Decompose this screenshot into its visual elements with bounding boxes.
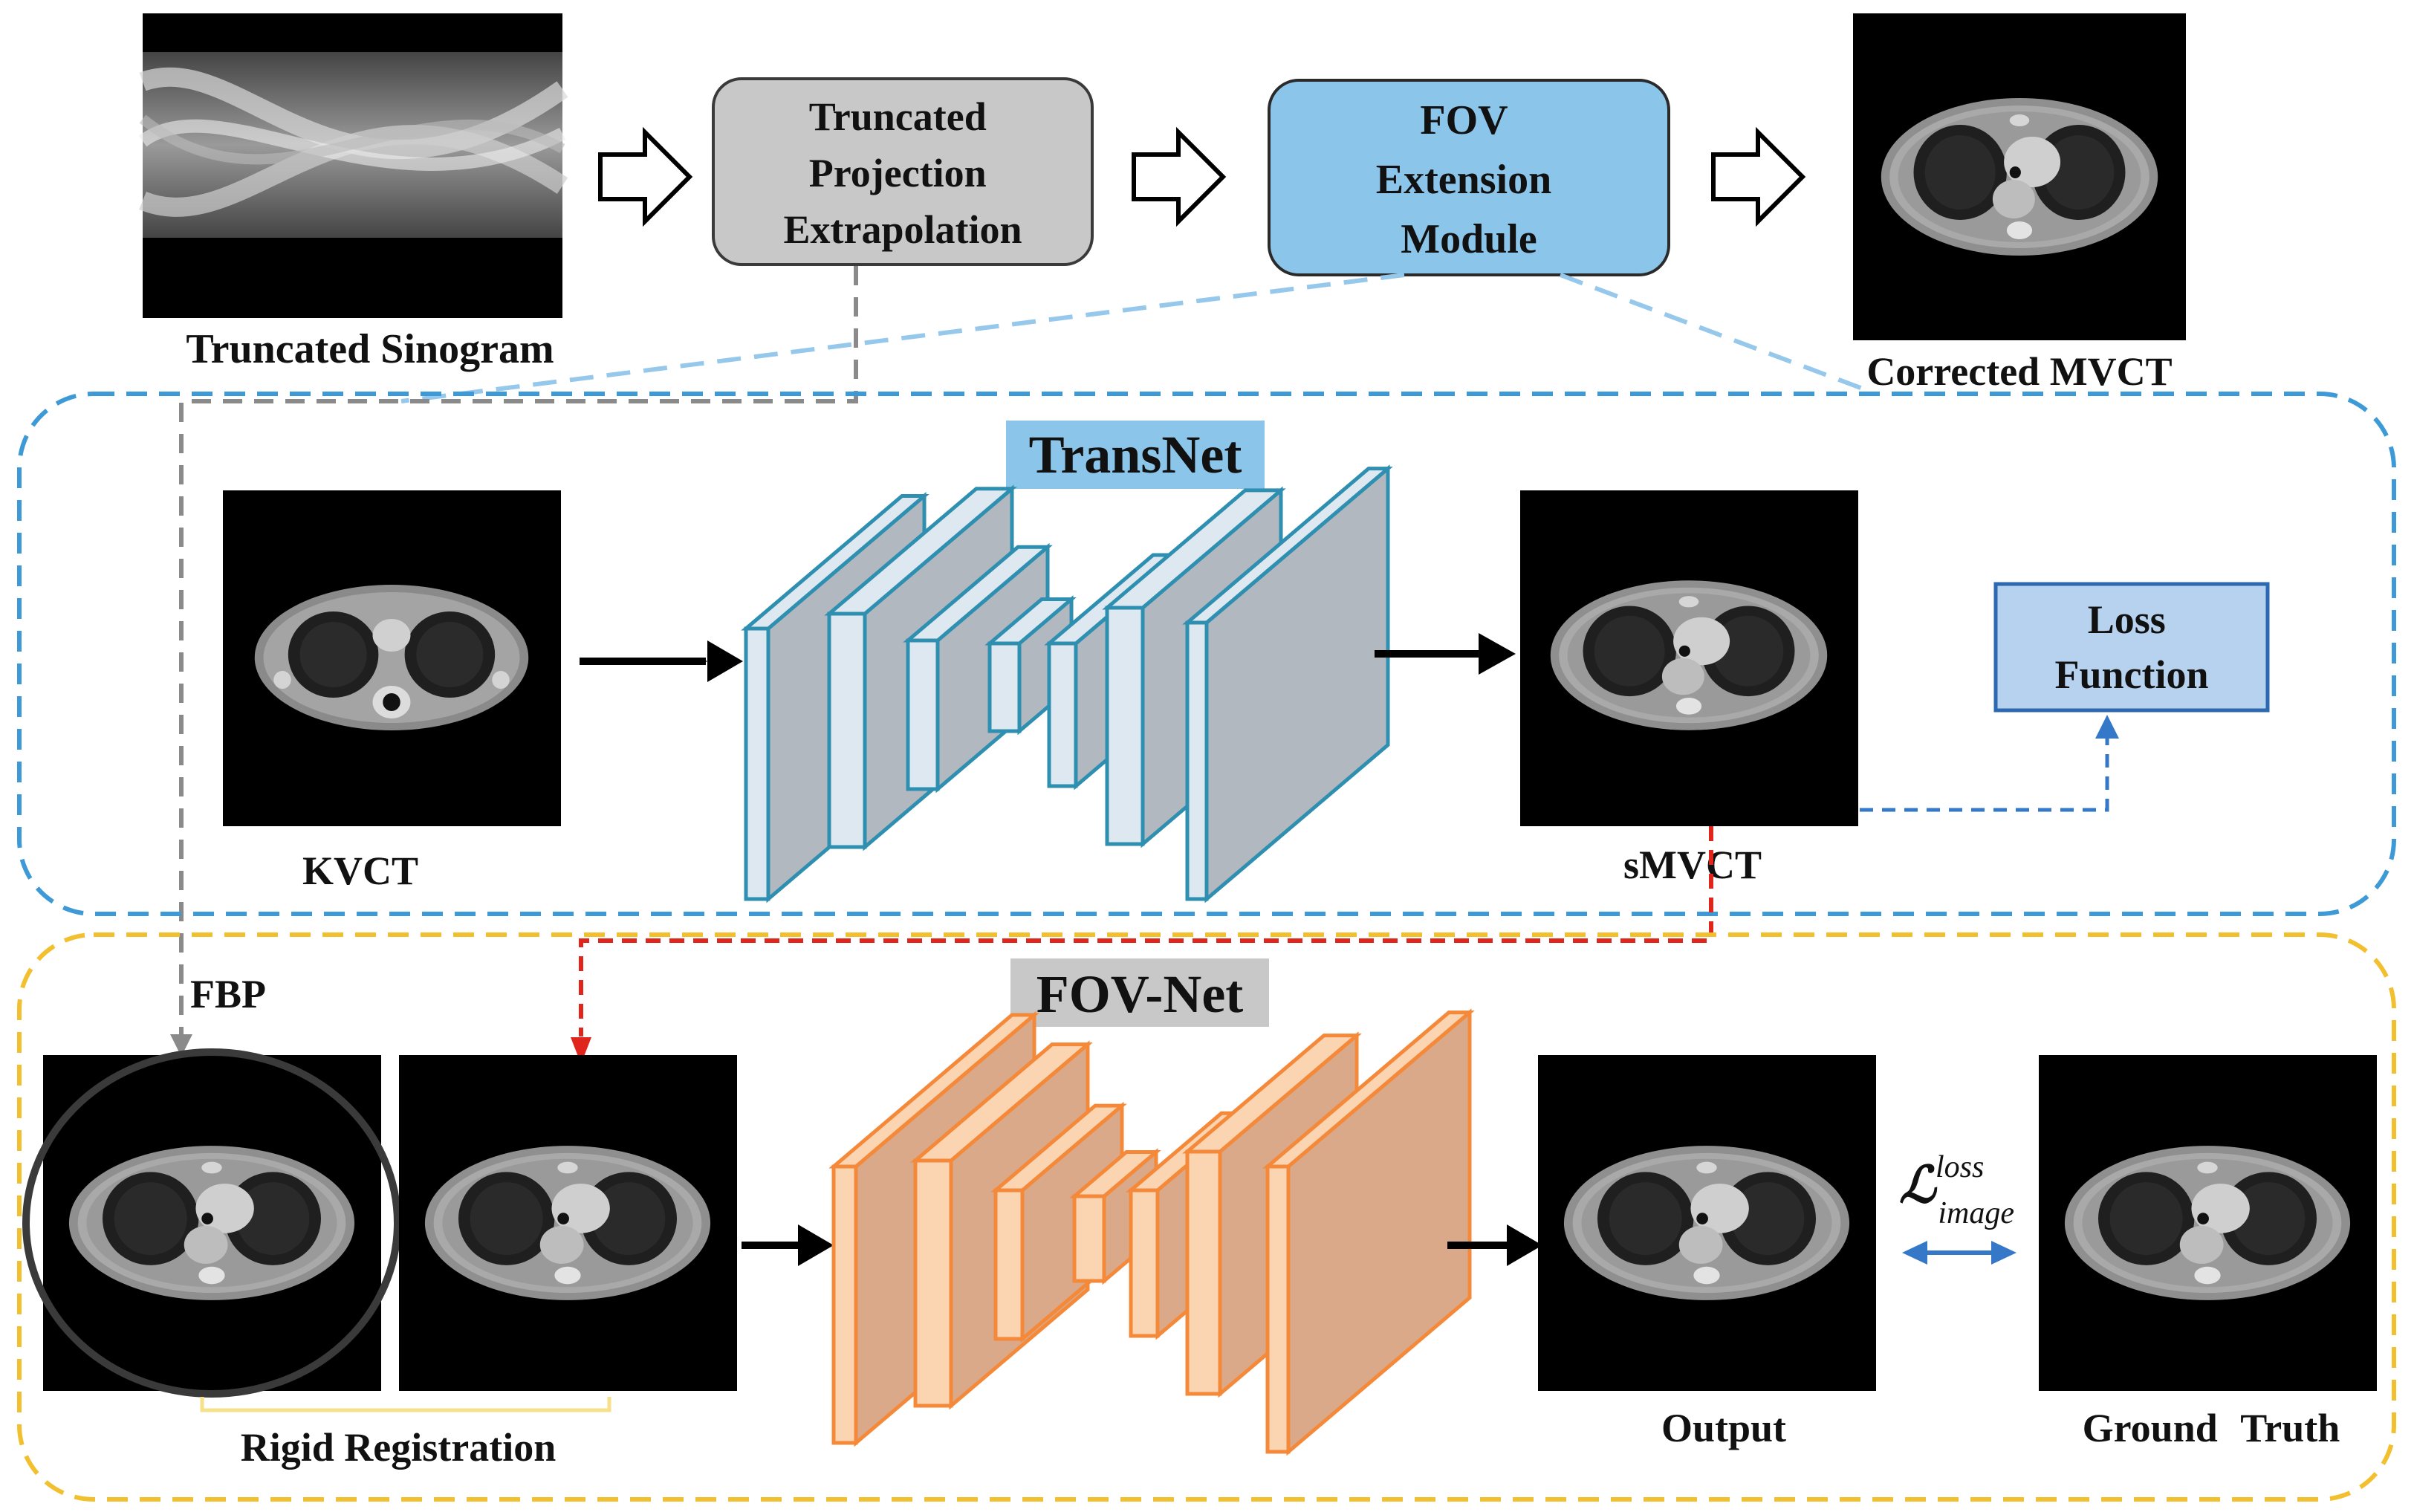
smvct-to-registration-dashed xyxy=(579,826,1713,1036)
double-arrow-right-head xyxy=(1991,1241,2016,1265)
transnet-block-7 xyxy=(1182,464,1393,903)
corrected-mvct-label: Corrected MVCT xyxy=(1866,349,2172,394)
arrowhead-kvct xyxy=(707,640,743,682)
transnet-title: TransNet xyxy=(1029,425,1242,484)
registered-image xyxy=(399,1055,737,1391)
loss-function-box xyxy=(1993,582,2270,713)
fovnet-panel xyxy=(17,932,2396,1502)
fbp-image xyxy=(22,1048,401,1398)
corrected-mvct-image xyxy=(1853,13,2186,340)
fbp-label: FBP xyxy=(190,972,266,1016)
fbp-dashed-path xyxy=(170,266,858,1057)
zoom-line-left xyxy=(400,273,1405,403)
arrowhead-output xyxy=(1507,1224,1542,1266)
sinogram-image xyxy=(138,13,568,318)
arrowhead-fovnet-in xyxy=(798,1224,834,1266)
fovnet-title: FOV-Net xyxy=(1036,964,1244,1024)
transnet-block-4 xyxy=(984,595,1077,736)
arrow-hollow-2 xyxy=(1132,126,1227,227)
output-label: Output xyxy=(1661,1406,1786,1450)
registration-arrowhead xyxy=(571,1037,591,1064)
truncated-projection-label: Truncated Projection Extrapolation xyxy=(783,94,1022,252)
transnet-title-bg xyxy=(1006,421,1265,489)
fovnet-unet-blocks xyxy=(828,1008,1475,1456)
arrow-hollow-1 xyxy=(598,126,693,227)
smvct-label: sMVCT xyxy=(1623,843,1762,887)
truncated-projection-box xyxy=(712,77,1094,266)
zoom-line-right xyxy=(1559,273,1874,395)
double-arrow-left-head xyxy=(1902,1241,1927,1265)
transnet-panel xyxy=(17,392,2396,916)
registration-bracket xyxy=(200,1397,611,1412)
smvct-to-loss-dashed xyxy=(1860,736,2109,812)
sinogram-label: Truncated Sinogram xyxy=(186,326,554,372)
registration-label: Rigid Registration xyxy=(241,1425,557,1470)
kvct-label: KVCT xyxy=(302,849,418,893)
transnet-unet-blocks xyxy=(741,464,1393,903)
fovnet-title-bg xyxy=(1010,958,1269,1027)
loss-function-label: Loss Function xyxy=(2054,597,2208,697)
loss-arrowhead xyxy=(2095,715,2119,739)
arrow-hollow-3 xyxy=(1711,126,1806,227)
fov-extension-module-label: FOV Extension Module xyxy=(1376,97,1563,262)
fov-extension-module-box xyxy=(1268,79,1670,276)
kvct-image xyxy=(223,490,561,826)
ground-truth-label: Ground Truth xyxy=(2083,1406,2340,1450)
smvct-image xyxy=(1520,490,1858,826)
fovnet-block-7 xyxy=(1262,1008,1475,1456)
ground-truth-image xyxy=(2039,1055,2377,1391)
output-image xyxy=(1538,1055,1876,1391)
arrowhead-smvct xyxy=(1479,633,1516,675)
